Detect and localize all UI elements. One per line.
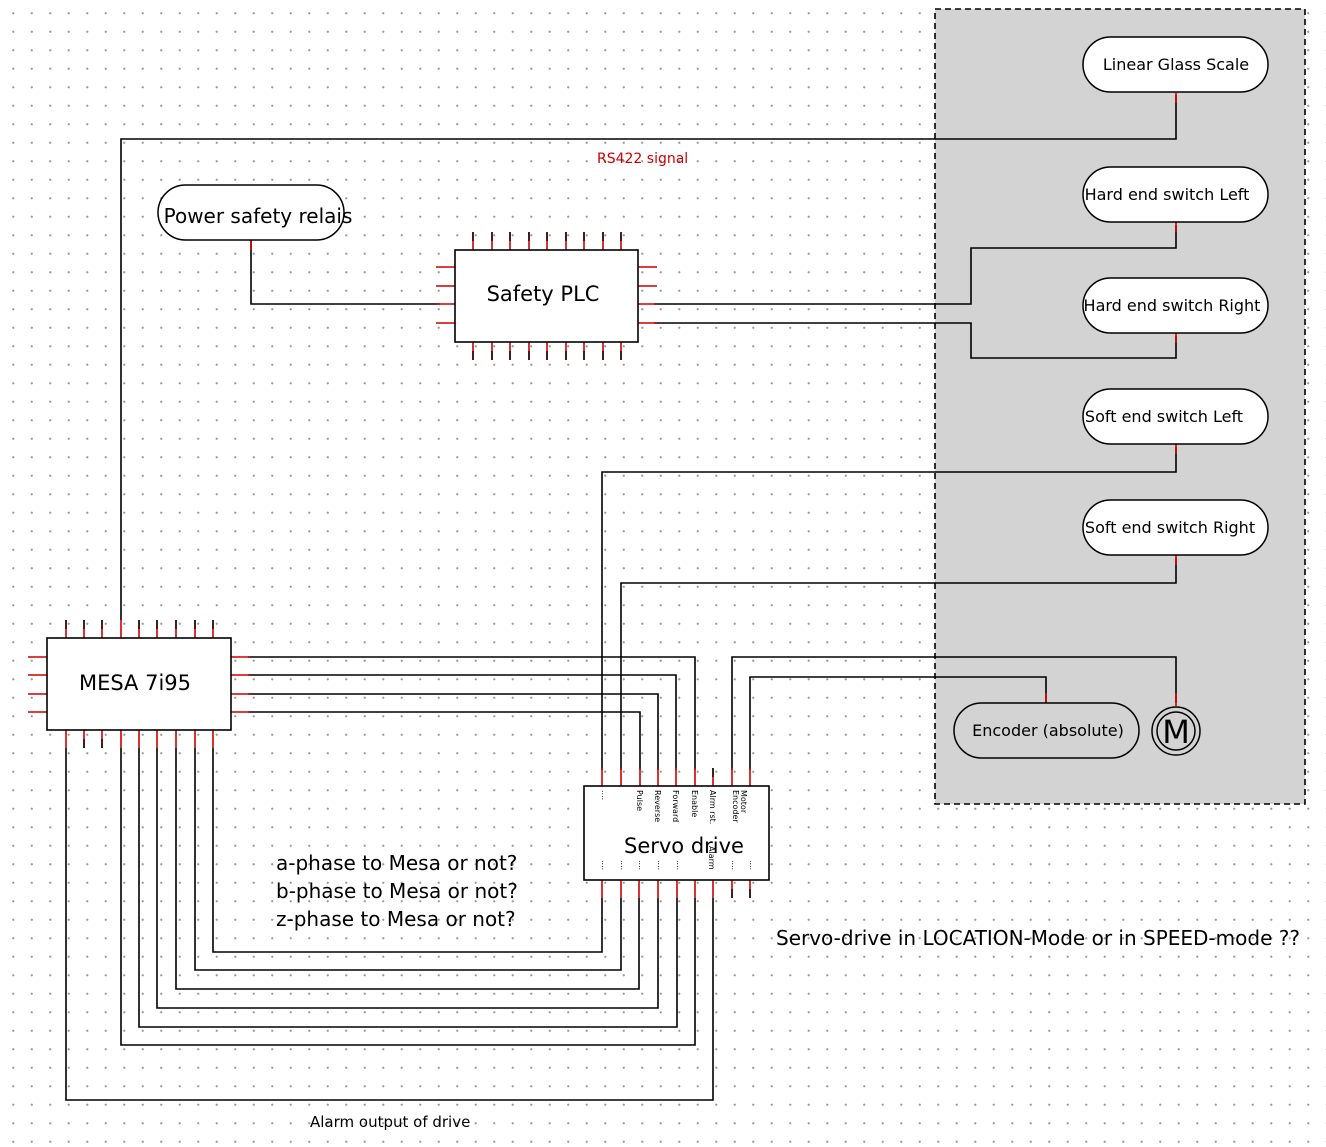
phase-z-note: z-phase to Mesa or not?: [276, 907, 516, 931]
servo-pin-label-enable: Enable: [690, 790, 699, 817]
wire-alarm-output[interactable]: [65, 748, 714, 1101]
alarm-output-annotation: Alarm output of drive: [310, 1113, 470, 1131]
servo-pin-label: ....: [748, 860, 757, 870]
servo-pin-label: ....: [637, 860, 646, 870]
wire-power-relay-to-plc[interactable]: [250, 240, 440, 305]
wire-mesa-to-servo-reverse[interactable]: [248, 693, 659, 770]
mesa-7i95[interactable]: MESA 7i95: [28, 620, 250, 748]
wire-mesa-bottom-6[interactable]: [120, 748, 696, 1046]
wire-mesa-bottom-5[interactable]: [138, 748, 678, 1028]
hard-left-label: Hard end switch Left: [1085, 185, 1250, 204]
soft-right-label: Soft end switch Right: [1085, 518, 1255, 537]
wire-mesa-bottom-1[interactable]: [212, 748, 603, 953]
linear-glass-scale[interactable]: Linear Glass Scale: [1082, 36, 1269, 103]
wire-plc-to-hard-right[interactable]: [654, 322, 1177, 359]
motor-outer-ring: [1151, 706, 1201, 756]
servo-top-pin-labels: .... Pulse Reverse Forward Enable Alrm r…: [600, 790, 748, 824]
servo-pin-label-forward: Forward: [671, 790, 680, 822]
servo-pin-label: ....: [675, 860, 684, 870]
plc-pins: [436, 232, 657, 360]
wire-servo-to-encoder[interactable]: [749, 676, 1047, 770]
servo-pin-label-pulse: Pulse: [635, 790, 644, 811]
power-safety-relais[interactable]: Power safety relais: [157, 184, 353, 250]
servo-pin-label-reverse: Reverse: [653, 790, 662, 822]
wire-mesa-to-servo-enable[interactable]: [248, 656, 696, 770]
motor-inner-ring: [1156, 711, 1196, 751]
wire-soft-left-to-servo[interactable]: [601, 447, 1177, 770]
safety-plc[interactable]: Safety PLC: [436, 232, 657, 360]
linear-scale-label: Linear Glass Scale: [1103, 55, 1249, 74]
wire-mesa-bottom-4[interactable]: [156, 748, 659, 1009]
motor[interactable]: M: [1151, 693, 1201, 756]
plc-label: Safety PLC: [487, 282, 600, 306]
encoder-absolute[interactable]: Encoder (absolute): [953, 693, 1140, 759]
motor-icon: M: [1162, 713, 1190, 751]
wire-mesa-to-servo-pulse[interactable]: [248, 711, 641, 770]
wire-linear-scale-to-mesa[interactable]: [120, 95, 1177, 620]
power-relay-label: Power safety relais: [164, 204, 353, 228]
soft-end-switch-left[interactable]: Soft end switch Left: [1082, 388, 1269, 454]
servo-pin-label: ....: [600, 860, 609, 870]
encoder-label: Encoder (absolute): [972, 721, 1124, 740]
servo-pin-label: ....: [656, 860, 665, 870]
servo-pins: [601, 768, 751, 898]
wire-soft-right-to-servo[interactable]: [620, 558, 1177, 770]
wire-mesa-to-servo-forward[interactable]: [248, 674, 677, 770]
wire-mesa-bottom-3[interactable]: [175, 748, 640, 990]
servo-pin-label-alarm: Alarm: [707, 846, 716, 870]
plc-body: [454, 249, 639, 343]
mesa-label: MESA 7i95: [79, 671, 191, 695]
servo-bottom-pin-labels: .... .... .... .... .... Alarm .... ....: [600, 846, 757, 870]
servo-mode-question: Servo-drive in LOCATION-Mode or in SPEED…: [776, 926, 1300, 950]
wire-mesa-bottom-2[interactable]: [194, 748, 622, 971]
mesa-body: [46, 637, 232, 731]
wires: [65, 95, 1177, 1101]
phase-a-note: a-phase to Mesa or not?: [276, 851, 517, 875]
servo-pin-label-alarm-reset: Alrm rst.: [708, 790, 717, 824]
hard-end-switch-right[interactable]: Hard end switch Right: [1082, 277, 1269, 343]
servo-body: [583, 785, 770, 881]
servo-drive[interactable]: .... Pulse Reverse Forward Enable Alrm r…: [583, 768, 770, 898]
soft-left-label: Soft end switch Left: [1085, 407, 1243, 426]
servo-pin-label: ....: [600, 790, 609, 800]
servo-pin-label: ....: [619, 860, 628, 870]
hard-end-switch-left[interactable]: Hard end switch Left: [1082, 166, 1269, 232]
servo-pin-label: ....: [730, 860, 739, 870]
wire-servo-to-motor[interactable]: [731, 656, 1177, 770]
mesa-pins: [28, 620, 250, 748]
servo-label: Servo drive: [624, 834, 744, 858]
wire-plc-to-hard-left[interactable]: [654, 225, 1177, 305]
power-relay-body: [157, 184, 345, 241]
soft-end-switch-right[interactable]: Soft end switch Right: [1082, 499, 1269, 565]
servo-pin-label-encoder: Encoder: [731, 790, 740, 823]
phase-b-note: b-phase to Mesa or not?: [276, 879, 518, 903]
hard-right-label: Hard end switch Right: [1084, 296, 1261, 315]
servo-pin-label-motor: Motor: [739, 790, 748, 814]
rs422-annotation: RS422 signal: [597, 151, 688, 167]
